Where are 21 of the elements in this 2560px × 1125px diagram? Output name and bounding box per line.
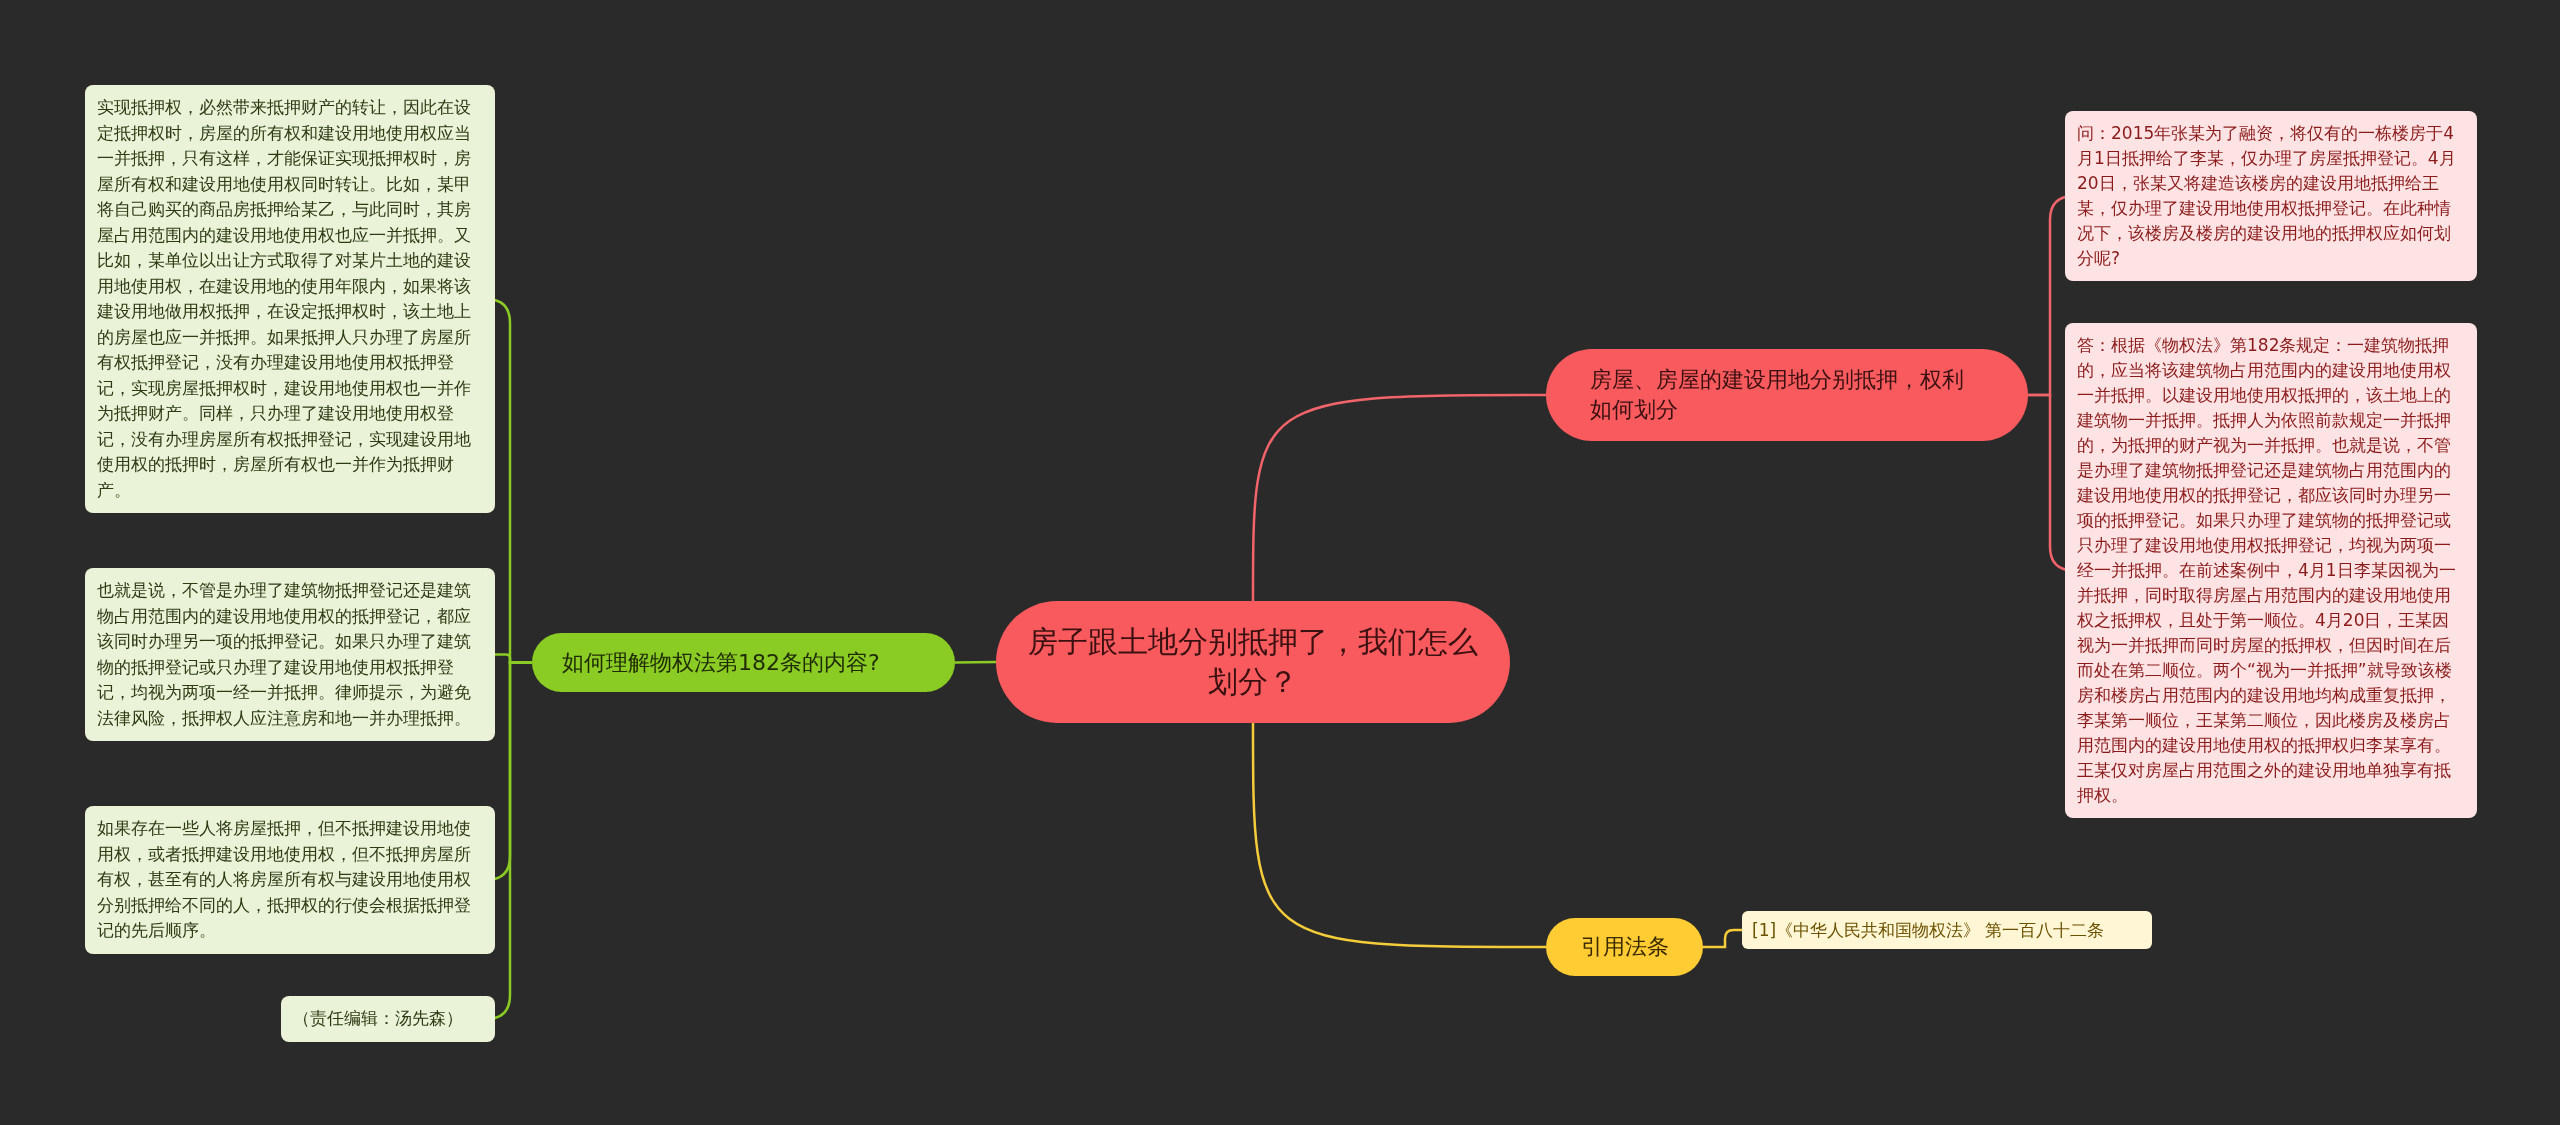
- connector-line: [1251, 393, 1546, 601]
- topic-text: 如何理解物权法第182条的内容?: [562, 648, 881, 677]
- topic-text: 如果存在一些人将房屋抵押，但不抵押建设用地使用权，或者抵押建设用地使用权，但不抵押房屋所有权，甚至有的人将房屋所有权与建设用地使用权分别抵押给不同的人，抵押权的行使会根据抵押登记的先后顺序。: [97, 817, 472, 942]
- topic-text: 房屋、房屋的建设用地分别抵押，权利如何划分: [1590, 366, 1965, 424]
- note-card: [281, 996, 495, 1042]
- topic-text: [1]《中华人民共和国物权法》 第一百八十二条: [1752, 919, 2106, 941]
- note-card: [2065, 111, 2477, 281]
- reference-card: [1742, 911, 2152, 949]
- note-card: [85, 568, 495, 741]
- connector-line: [955, 660, 996, 664]
- topic-text: 问：2015年张某为了融资，将仅有的一栋楼房于4月1日抵押给了李某，仅办理了房屋抵押登记。4月20日，张某又将建造该楼房的建设用地抵押给王某，仅办理了建设用地使用权抵押登记。在此种情况下，该楼房及楼房的建设用地的抵押权应如何划分呢?: [2077, 122, 2457, 270]
- note-card: [85, 806, 495, 954]
- topic-text: （责任编辑：汤先森）: [293, 1007, 464, 1030]
- connector-line: [1251, 723, 1546, 949]
- connector-line: [1703, 928, 1742, 949]
- topic-text: 答：根据《物权法》第182条规定：一建筑物抵押的，应当将该建筑物占用范围内的建设用地使用权一并抵押。以建设用地使用权抵押的，该土地上的建筑物一并抵押。抵押人为依照前款规定一并抵押的，为抵押的财产视为一并抵押。也就是说，不管是办理了建筑物抵押登记还是建筑物占用范围内的建设用地使用权的抵押登记，都应该同时办理另一项的抵押登记。如果只办理了建筑物的抵押登记或只办理了建设用地使用权抵押登记，均视为两项一经一并抵押。在前述案例中，4月1日李某因视为一并抵押，同时取得房屋占用范围内的建设用地使用权之抵押权，且处于第一顺位。4月20日，王某因视为一并抵押而同时房屋的抵押权，但因时间在后而处在第二顺位。两个“视为一并抵押”就导致该楼房和楼房占用范围内的建设用地均构成重复抵押，李某第一顺位，王某第二顺位，因此楼房及楼房占用范围内的建设用地使用权的抵押权归李某享有。王某仅对房屋占用范围之外的建设用地单独享有抵押权。: [2077, 334, 2457, 807]
- topic-text: 实现抵押权，必然带来抵押财产的转让，因此在设定抵押权时，房屋的所有权和建设用地使用权应当一并抵押，只有这样，才能保证实现抵押权时，房屋所有权和建设用地使用权同时转让。比如，某甲将自己购买的商品房抵押给某乙，与此同时，其房屋占用范围内的建设用地使用权也应一并抵押。又比如，某单位以出让方式取得了对某片土地的建设用地使用权，在建设用地的使用年限内，如果将该建设用地做用权抵押，在设定抵押权时，该土地上的房屋也应一并抵押。如果抵押人只办理了房屋所有权抵押登记，没有办理建设用地使用权抵押登记，实现房屋抵押权时，建设用地使用权也一并作为抵押财产。同样，只办理了建设用地使用权登记，没有办理房屋所有权抵押登记，实现建设用地使用权的抵押时，房屋所有权也一并作为抵押财产。: [97, 96, 472, 502]
- branch-topic: [1546, 918, 1703, 976]
- topic-text: 引用法条: [1579, 933, 1670, 961]
- topic-text: 房子跟土地分别抵押了，我们怎么划分？: [1027, 623, 1479, 701]
- topic-text: 也就是说，不管是办理了建筑物抵押登记还是建筑物占用范围内的建设用地使用权的抵押登记，都应该同时办理另一项的抵押登记。如果只办理了建筑物的抵押登记或只办理了建设用地使用权抵押登记，均视为两项一经一并抵押。律师提示，为避免法律风险，抵押权人应注意房和地一并办理抵押。: [97, 579, 472, 730]
